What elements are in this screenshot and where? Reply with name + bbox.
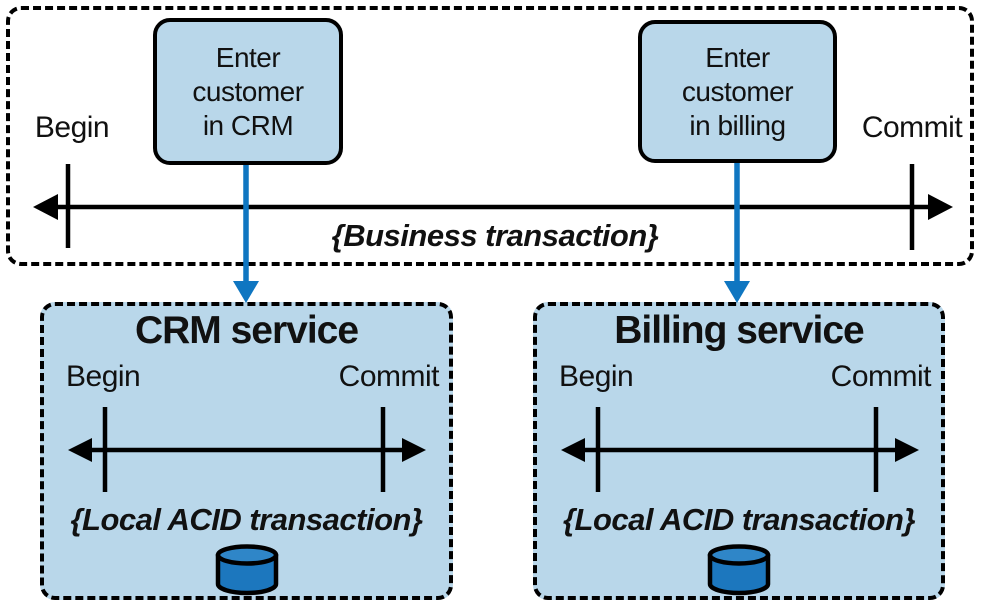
- business-transaction-caption: {Business transaction}: [331, 218, 659, 253]
- billing-service-title: Billing service: [614, 309, 864, 352]
- database-icon: [707, 544, 771, 596]
- crm-begin-label: Begin: [66, 360, 141, 393]
- right-arrowhead-icon: [895, 438, 919, 462]
- crm-local-acid-caption: {Local ACID transaction}: [70, 502, 423, 537]
- enter-customer-in-billing-box: Enter customer in billing: [638, 20, 837, 163]
- billing-local-transaction-timeline: [561, 407, 919, 492]
- enter-box-text-line: customer: [192, 75, 304, 107]
- left-arrowhead-icon: [561, 438, 585, 462]
- billing-commit-label: Commit: [830, 360, 932, 393]
- crm-service-title: CRM service: [134, 309, 359, 352]
- crm-call-arrowhead-icon: [233, 281, 259, 303]
- left-arrowhead-icon: [68, 438, 92, 462]
- enter-box-text-line: Enter: [705, 41, 770, 73]
- enter-box-text-line: customer: [681, 75, 794, 107]
- business-begin-label: Begin: [34, 111, 110, 144]
- enter-box-text-line: in CRM: [202, 109, 294, 141]
- enter-box-text-line: Enter: [215, 41, 281, 73]
- billing-begin-label: Begin: [559, 360, 634, 393]
- crm-local-transaction-timeline: [68, 407, 426, 492]
- enter-box-text-line: in billing: [689, 109, 786, 141]
- crm-service-box: CRM service Begin Commit {Local ACID tra…: [40, 302, 453, 600]
- database-icon: [215, 544, 278, 596]
- billing-call-arrowhead-icon: [724, 281, 750, 303]
- right-arrowhead-icon: [402, 438, 426, 462]
- enter-customer-in-crm-box: Enter customer in CRM: [153, 18, 343, 165]
- business-commit-label: Commit: [861, 111, 963, 144]
- billing-local-acid-caption: {Local ACID transaction}: [562, 502, 916, 537]
- billing-service-box: Billing service Begin Commit {Local ACID…: [533, 302, 945, 600]
- crm-commit-label: Commit: [338, 360, 440, 393]
